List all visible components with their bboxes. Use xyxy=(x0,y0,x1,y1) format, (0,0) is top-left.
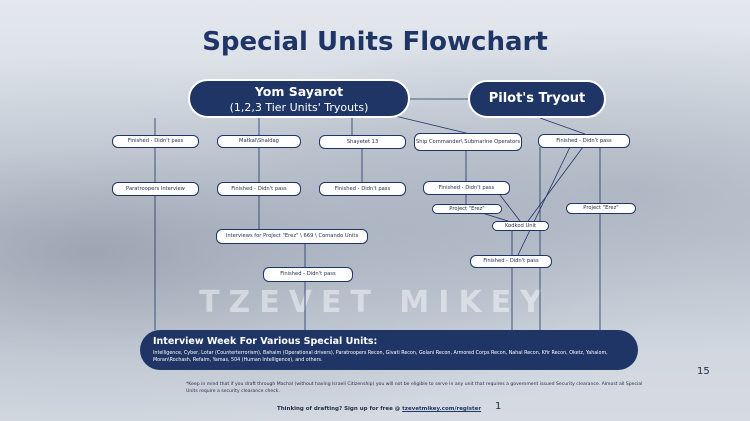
footer-text: Thinking of drafting? Sign up for free @ xyxy=(277,406,403,412)
interview-week-units: Intelligence, Cyber, Lotar (Counterterro… xyxy=(153,351,608,363)
node-project-erez-1: Project "Erez" xyxy=(432,204,502,214)
node-shayetet-13: Shayetet 13 xyxy=(319,135,406,149)
node-finished-pilot: Finished - Didn't pass xyxy=(538,134,630,148)
node-interviews-erez: Interviews for Project "Erez" \ 669 \ Co… xyxy=(216,229,368,244)
node-kodkod-unit: Kodkod Unit xyxy=(492,221,549,231)
node-finished-4: Finished - Didn't pass xyxy=(423,181,510,195)
connector-erez1-kodkod xyxy=(481,212,509,222)
interview-week-heading: Interview Week For Various Special Units… xyxy=(153,336,378,347)
node-paratroopers-interview: Paratroopers Interview xyxy=(112,182,199,196)
connector-pilot-finished xyxy=(539,117,586,135)
node-finished-6: Finished - Didn't pass xyxy=(470,255,552,268)
page-title: Special Units Flowchart xyxy=(202,27,548,57)
node-matkal-shaldag: Matkal\Shaldag xyxy=(217,135,301,148)
yom-sayarot-title: Yom Sayarot xyxy=(254,84,344,99)
node-finished-1: Finished - Didn't pass xyxy=(112,135,199,148)
node-ship-commander: Ship Commander\ Submarine Operators xyxy=(414,133,522,151)
clearance-note: *Keep in mind that if you draft through … xyxy=(186,382,643,394)
connector-pilotfinished-finished6 xyxy=(517,146,571,256)
connector-yom-ship xyxy=(394,115,471,135)
node-finished-2: Finished - Didn't pass xyxy=(217,182,301,196)
node-finished-3: Finished - Didn't pass xyxy=(319,182,406,196)
register-link[interactable]: tzevetmikey.com/register xyxy=(402,406,482,412)
pilot-tryout-node: Pilot's Tryout xyxy=(468,80,606,118)
page-number: 15 xyxy=(697,366,710,377)
footer-signup: Thinking of drafting? Sign up for free @… xyxy=(277,406,481,412)
interview-week-node: Interview Week For Various Special Units… xyxy=(140,330,638,370)
yom-sayarot-subtitle: (1,2,3 Tier Units' Tryouts) xyxy=(229,101,369,114)
connector-pilotfinished-kodkod xyxy=(527,146,584,222)
node-finished-5: Finished - Didn't pass xyxy=(263,267,353,282)
connector-finished4-kodkod xyxy=(499,194,521,222)
yom-sayarot-node: Yom Sayarot (1,2,3 Tier Units' Tryouts) xyxy=(188,79,410,118)
watermark: TZEVET MIKEY xyxy=(199,285,551,320)
node-project-erez-2: Project "Erez" xyxy=(566,203,636,214)
footer-number: 1 xyxy=(495,401,502,412)
